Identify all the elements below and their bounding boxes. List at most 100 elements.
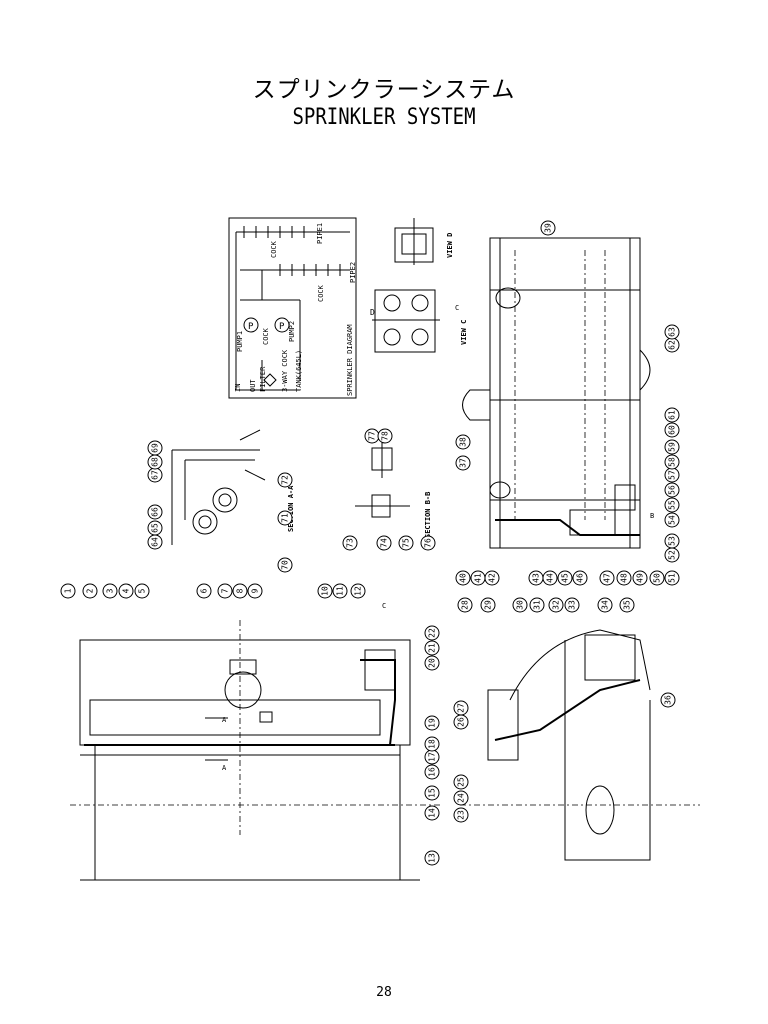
callout-number: 54 — [668, 515, 677, 525]
callout-circle — [453, 700, 469, 716]
callout-49: 49 — [632, 570, 648, 586]
callout-number: 43 — [532, 573, 541, 583]
callout-number: 45 — [561, 573, 570, 583]
view-d-detail: VIEW D — [394, 218, 454, 265]
callout-72: 72 — [277, 472, 293, 488]
plan-view: A A C — [70, 602, 440, 881]
pump1-label: PUMP1 — [236, 331, 244, 352]
callout-number: 10 — [321, 586, 330, 596]
callout-56: 56 — [664, 482, 680, 498]
callout-circle — [350, 583, 366, 599]
callout-circle — [457, 597, 473, 613]
callout-20: 20 — [424, 655, 440, 671]
callout-number: 35 — [623, 600, 632, 610]
callout-9: 9 — [247, 583, 263, 599]
callout-number: 33 — [568, 600, 577, 610]
callout-circle — [376, 535, 392, 551]
callout-number: 17 — [428, 752, 437, 762]
callout-circle — [664, 512, 680, 528]
callout-2: 2 — [82, 583, 98, 599]
callout-number: 27 — [457, 703, 466, 713]
callout-68: 68 — [147, 454, 163, 470]
callout-70: 70 — [277, 557, 293, 573]
callout-number: 9 — [251, 588, 260, 593]
callout-10: 10 — [317, 583, 333, 599]
callout-25: 25 — [453, 774, 469, 790]
callout-78: 78 — [377, 428, 393, 444]
callout-number: 40 — [459, 573, 468, 583]
callout-circle — [118, 583, 134, 599]
callout-number: 13 — [428, 853, 437, 863]
callout-number: 24 — [457, 793, 466, 803]
callout-circle — [664, 497, 680, 513]
callout-number: 63 — [668, 327, 677, 337]
callout-circle — [60, 583, 76, 599]
callout-circle — [82, 583, 98, 599]
callout-number: 15 — [428, 788, 437, 798]
callout-circle — [277, 510, 293, 526]
frame-detail-view — [460, 629, 700, 861]
section-bb-label: SECTION B-B — [424, 492, 432, 538]
callout-circle — [480, 597, 496, 613]
callout-number: 50 — [653, 573, 662, 583]
callout-circle — [664, 454, 680, 470]
callout-64: 64 — [147, 534, 163, 550]
callout-36: 36 — [660, 692, 676, 708]
callout-52: 52 — [664, 547, 680, 563]
callout-circle — [342, 535, 358, 551]
callout-circle — [424, 625, 440, 641]
callout-number: 69 — [151, 443, 160, 453]
callout-number: 60 — [668, 425, 677, 435]
callout-43: 43 — [528, 570, 544, 586]
callout-number: 46 — [576, 573, 585, 583]
callout-number: 59 — [668, 442, 677, 452]
callout-59: 59 — [664, 439, 680, 455]
callout-76: 76 — [420, 535, 436, 551]
callout-circle — [102, 583, 118, 599]
sprinkler-diagram: P P PIPE1 PIPE2 COCK COCK COCK PUMP1 PUM… — [228, 217, 357, 399]
callout-1: 1 — [60, 583, 76, 599]
callout-circle — [453, 807, 469, 823]
callout-22: 22 — [424, 625, 440, 641]
callout-number: 37 — [459, 458, 468, 468]
callout-15: 15 — [424, 785, 440, 801]
page-number: 28 — [376, 985, 392, 1000]
callout-circle — [277, 557, 293, 573]
callout-number: 42 — [488, 573, 497, 583]
callout-number: 62 — [668, 340, 677, 350]
callout-circle — [332, 583, 348, 599]
callout-number: 55 — [668, 500, 677, 510]
callout-number: 22 — [428, 628, 437, 638]
callout-number: 7 — [221, 588, 230, 593]
callout-number: 12 — [354, 586, 363, 596]
page-title-english: SPRINKLER SYSTEM — [292, 104, 476, 130]
callout-circle — [564, 597, 580, 613]
callout-number: 19 — [428, 718, 437, 728]
callout-60: 60 — [664, 422, 680, 438]
callout-number: 18 — [428, 739, 437, 749]
callout-circle — [664, 439, 680, 455]
callout-35: 35 — [619, 597, 635, 613]
callout-circle — [196, 583, 212, 599]
callout-circle — [317, 583, 333, 599]
callout-16: 16 — [424, 764, 440, 780]
callout-circle — [660, 692, 676, 708]
callout-circle — [453, 774, 469, 790]
cock-label-2: COCK — [317, 284, 325, 302]
callout-number: 11 — [336, 586, 345, 596]
callout-number: 39 — [544, 223, 553, 233]
callout-circle — [557, 570, 573, 586]
callout-number: 31 — [533, 600, 542, 610]
callout-73: 73 — [342, 535, 358, 551]
pump2-label: PUMP2 — [288, 321, 296, 342]
callout-circle — [424, 640, 440, 656]
callout-33: 33 — [564, 597, 580, 613]
callout-40: 40 — [455, 570, 471, 586]
a-marker-bottom: A — [222, 764, 227, 772]
callout-circle — [664, 570, 680, 586]
sprinkler-diagram-caption: SPRINKLER DIAGRAM — [346, 324, 354, 396]
callout-number: 64 — [151, 537, 160, 547]
callout-circle — [572, 570, 588, 586]
callout-circle — [664, 482, 680, 498]
